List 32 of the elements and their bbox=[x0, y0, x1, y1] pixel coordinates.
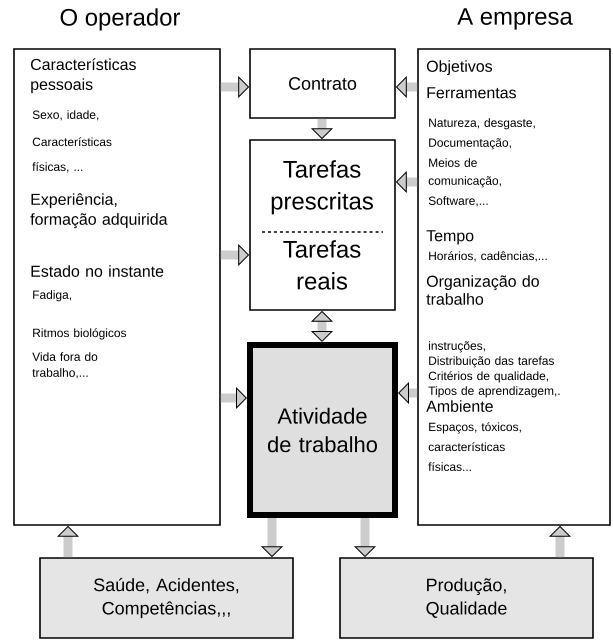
task-label: Tarefas prescritas bbox=[272, 160, 373, 214]
category-heading: Objetivos bbox=[426, 60, 492, 76]
category-heading: Organização do trabalho bbox=[426, 275, 539, 305]
outcome-box: Saúde, Acidentes, Competências,,, bbox=[39, 557, 294, 639]
task-label: Tarefas reais bbox=[283, 240, 360, 290]
contract-box: Contrato bbox=[249, 48, 396, 119]
detail-text: Software,... bbox=[428, 196, 488, 206]
category-heading: Estado no instante bbox=[32, 265, 164, 277]
category-heading: Ambiente bbox=[426, 400, 493, 412]
detail-text: Vida fora do trabalho,... bbox=[32, 352, 98, 378]
detail-text: Sexo, idade, bbox=[32, 110, 98, 120]
detail-text: Espaços, tóxicos, bbox=[429, 422, 521, 434]
detail-text: Tipos de aprendizagem,. bbox=[428, 386, 560, 398]
category-heading: Características pessoais bbox=[31, 58, 136, 94]
detail-text: Meios de comunicação, bbox=[428, 158, 501, 188]
detail-text: instruções, bbox=[429, 341, 485, 352]
detail-text: Fadiga, bbox=[33, 290, 71, 302]
outcome-box: Produção, Qualidade bbox=[339, 557, 594, 639]
category-heading: Ferramentas bbox=[428, 87, 516, 98]
category-heading: Tempo bbox=[426, 230, 474, 244]
panel-title: O operador bbox=[60, 8, 180, 30]
detail-text: Características físicas, ... bbox=[32, 137, 112, 172]
detail-text: Critérios de qualidade, bbox=[428, 371, 548, 382]
detail-text: Natureza, desgaste, bbox=[429, 118, 535, 130]
activity-box: Atividade de trabalho bbox=[247, 342, 398, 518]
detail-text: Distribuição das tarefas bbox=[429, 356, 554, 368]
panel-title: A empresa bbox=[457, 8, 573, 30]
detail-text: Ritmos biológicos bbox=[33, 328, 126, 340]
detail-text: Documentação, bbox=[429, 138, 511, 150]
detail-text: Horários, cadências,... bbox=[429, 251, 547, 262]
detail-text: características físicas... bbox=[428, 442, 505, 472]
category-heading: Experiência, formação adquirida bbox=[30, 193, 168, 228]
